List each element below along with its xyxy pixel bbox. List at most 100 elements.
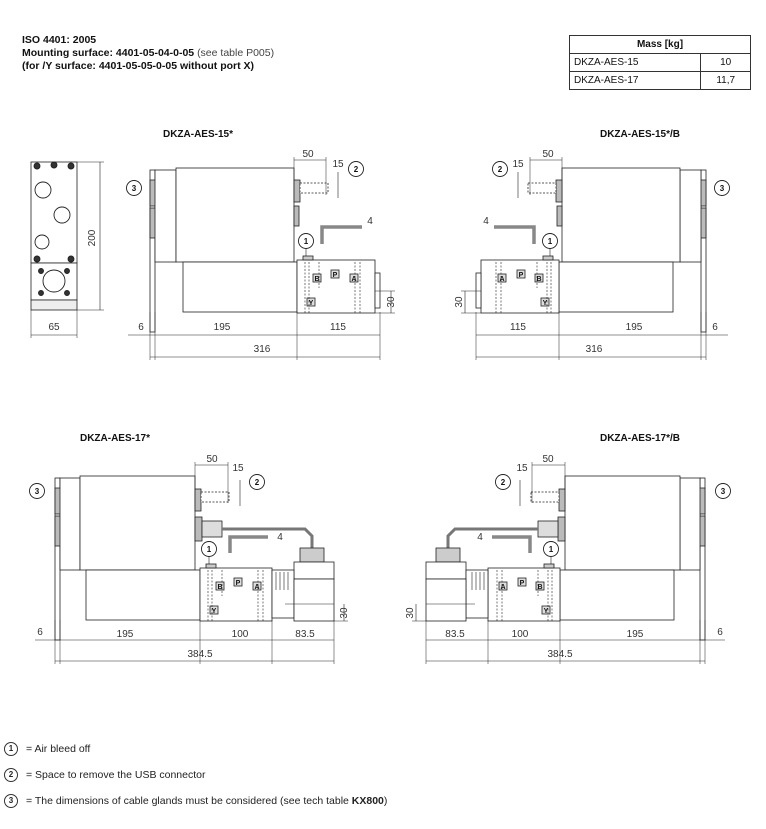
- drawing-title: DKZA-AES-15*/B: [600, 129, 680, 140]
- dim-body-label: 195: [627, 629, 644, 640]
- amp-fins: [465, 569, 489, 619]
- legend-suffix: ): [383, 795, 388, 807]
- usb-connector: [293, 179, 301, 203]
- callout-number: 2: [501, 478, 506, 487]
- legend-text: = Space to remove the USB connector: [26, 769, 206, 781]
- callout-badge: 2: [4, 768, 18, 782]
- port-y-box: [541, 605, 551, 615]
- coil-housing: [561, 167, 681, 263]
- gland-hole: [53, 206, 71, 224]
- callout-number: 3: [721, 487, 726, 496]
- callout-circle: [542, 233, 558, 249]
- callout-number: 2: [498, 165, 503, 174]
- dim-port-height-label: 30: [454, 296, 465, 308]
- port-y-box: [306, 297, 316, 307]
- air-bleed: [302, 255, 314, 261]
- usb-plug-outline: [530, 491, 560, 503]
- amp-top: [293, 561, 335, 580]
- port-b-box: [312, 273, 322, 283]
- port-a-box: [498, 581, 508, 591]
- callout-number: 1: [207, 545, 212, 554]
- screw-icon: [64, 268, 70, 274]
- callout-circle: [126, 180, 142, 196]
- dim-total-label: 316: [586, 344, 603, 355]
- dim-plate-label: 6: [717, 627, 723, 638]
- usb-plug-outline: [200, 491, 230, 503]
- port-a-box: [497, 273, 507, 283]
- dim-usb-label: 50: [206, 454, 218, 465]
- cable-connector: [201, 520, 223, 538]
- dim-block-label: 100: [512, 629, 529, 640]
- usb-plug-outline: [299, 182, 329, 194]
- screw-icon: [50, 161, 58, 169]
- gland-hole: [34, 234, 50, 250]
- dim-amp-label: 83.5: [445, 629, 465, 640]
- port-y-label: Y: [544, 608, 549, 615]
- screw-icon: [33, 162, 41, 170]
- dim-body-label: 195: [117, 629, 134, 640]
- screw-icon: [64, 290, 70, 296]
- port-p-label: P: [333, 272, 338, 279]
- legend-item: 2 = Space to remove the USB connector: [4, 768, 205, 782]
- header-block: ISO 4401: 2005 Mounting surface: 4401-05…: [22, 34, 274, 73]
- port-y-label: Y: [543, 300, 548, 307]
- coil-housing: [79, 475, 196, 571]
- dim-amp-label: 83.5: [295, 629, 315, 640]
- amp-top: [425, 561, 467, 580]
- callout-circle: [249, 474, 265, 490]
- dim-plate-label: 6: [37, 627, 43, 638]
- callout-number: 1: [304, 237, 309, 246]
- cable-gland-connector: [194, 516, 203, 542]
- port-a-label: A: [500, 584, 505, 591]
- mounting-surface-label: Mounting surface: 4401-05-04-0-05: [22, 47, 195, 59]
- port-a-box: [349, 273, 359, 283]
- screw-icon: [33, 255, 41, 263]
- callout-circle: [495, 474, 511, 490]
- callout-number: 3: [132, 184, 137, 193]
- legend-item: 3= The dimensions of cable glands must b…: [4, 794, 387, 808]
- solenoid-body: [85, 569, 201, 621]
- valve-block: [480, 259, 560, 314]
- dim-plate-label: 6: [138, 322, 144, 333]
- port-b-label: B: [314, 276, 319, 283]
- lower-gland: [293, 205, 300, 227]
- cable-gland-connector: [557, 516, 566, 542]
- dim-block-label: 115: [510, 322, 526, 333]
- lower-gland: [556, 205, 563, 227]
- amplifier-housing: [293, 578, 335, 622]
- connector-l-shape: [320, 225, 362, 244]
- dim-port-height-label: 30: [339, 607, 350, 619]
- port-p-label: P: [520, 580, 525, 587]
- cable-connector: [537, 520, 559, 538]
- dim-port-height-label: 30: [405, 607, 416, 619]
- coil-housing: [175, 167, 295, 263]
- amp-fins: [271, 569, 295, 619]
- connector-l-shape: [228, 535, 268, 553]
- air-bleed: [543, 563, 555, 569]
- air-bleed: [205, 563, 217, 569]
- dim-usb-space-label: 15: [516, 463, 528, 474]
- dim-total-label: 384.5: [187, 649, 212, 660]
- block-stub: [475, 272, 482, 309]
- housing-side: [679, 477, 701, 571]
- coil-housing: [564, 475, 681, 571]
- port-a-label: A: [499, 276, 504, 283]
- dim-usb-space-label: 15: [232, 463, 244, 474]
- callout-number: 2: [354, 165, 359, 174]
- cable: [222, 527, 314, 548]
- port-y-box: [540, 297, 550, 307]
- port-p-label: P: [519, 272, 524, 279]
- callout-4-label: 4: [477, 532, 483, 543]
- drawing-title: DKZA-AES-17*/B: [600, 433, 680, 444]
- port-y-box: [209, 605, 219, 615]
- screw-icon: [38, 268, 44, 274]
- standard-title: ISO 4401: 2005: [22, 34, 97, 46]
- callout-circle: [29, 483, 45, 499]
- callout-circle: [201, 541, 217, 557]
- side-view-base: [30, 299, 78, 311]
- dim-usb-space-label: 15: [512, 159, 524, 170]
